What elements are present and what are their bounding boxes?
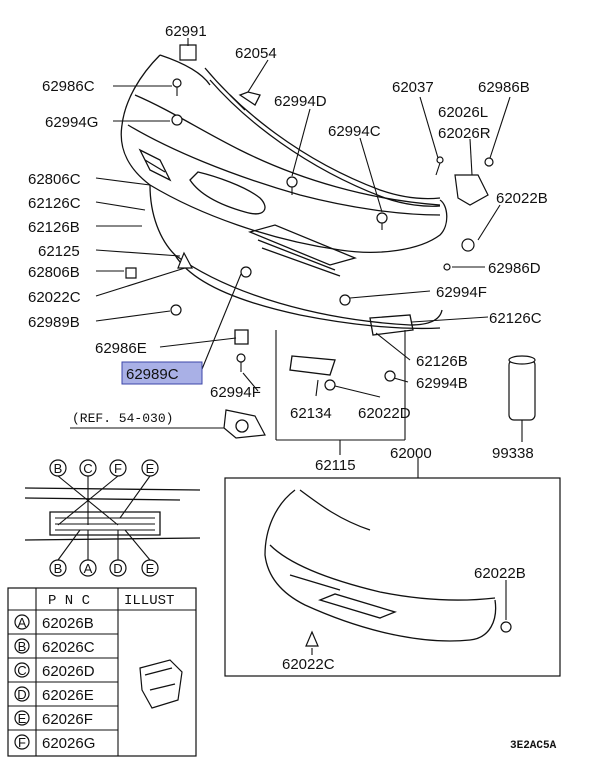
table-pnc-a: 62026B	[42, 615, 94, 632]
marker-bottom-d-text: D	[113, 561, 122, 576]
label-62126C-right: 62126C	[489, 310, 542, 327]
label-62000: 62000	[390, 445, 432, 462]
label-62994C: 62994C	[328, 123, 381, 140]
label-62986B: 62986B	[478, 79, 530, 96]
table-header-pnc: P N C	[48, 593, 90, 609]
label-62126B-left: 62126B	[28, 219, 80, 236]
marker-top-e-text: E	[146, 461, 155, 476]
label-62986D: 62986D	[488, 260, 541, 277]
table-key-e	[14, 710, 30, 726]
marker-top-c-text: C	[83, 461, 92, 476]
table-pnc-e: 62026F	[42, 711, 93, 728]
table-pnc-c: 62026D	[42, 663, 95, 680]
label-62986C: 62986C	[42, 78, 95, 95]
label-62989C: 62989C	[126, 366, 179, 383]
label-62037: 62037	[392, 79, 434, 96]
callout-labels: 62991 62054 62986C 62994G 62994D 62037 6…	[28, 23, 548, 474]
label-62994B: 62994B	[416, 375, 468, 392]
marker-bottom-a-text: A	[84, 561, 93, 576]
bumper-assembly-drawing	[120, 44, 536, 439]
table-pnc-d: 62026E	[42, 687, 94, 704]
marker-top-f-text: F	[114, 461, 122, 476]
table-header-illust: ILLUST	[124, 593, 174, 609]
table-key-c-text: C	[17, 663, 26, 678]
label-62994D: 62994D	[274, 93, 327, 110]
bottom-letter-markers: B A D E	[49, 559, 159, 577]
label-ref-54-030: (REF. 54-030)	[72, 411, 173, 426]
label-62022B-right: 62022B	[496, 190, 548, 207]
table-key-f	[14, 734, 30, 750]
bracket-illustration	[139, 659, 183, 709]
table-key-a-text: A	[18, 615, 27, 630]
table-key-b	[14, 638, 30, 654]
label-62126C-left: 62126C	[28, 195, 81, 212]
label-62986E: 62986E	[95, 340, 147, 357]
table-key-b-text: B	[18, 639, 27, 654]
figure-code: 3E2AC5A	[510, 740, 557, 752]
top-letter-markers: B C F E	[49, 459, 159, 477]
label-62054: 62054	[235, 45, 277, 62]
label-62806C: 62806C	[28, 171, 81, 188]
marker-bottom-b-text: B	[54, 561, 63, 576]
label-62989B: 62989B	[28, 314, 80, 331]
table-pnc-f: 62026G	[42, 735, 95, 752]
label-62026L: 62026L	[438, 104, 488, 121]
label-62022C-left: 62022C	[28, 289, 81, 306]
label-62125: 62125	[38, 243, 80, 260]
table-key-e-text: E	[18, 711, 27, 726]
table-key-d-text: D	[17, 687, 26, 702]
grill-detail: B C F E B A D E	[24, 459, 201, 577]
label-62022D: 62022D	[358, 405, 411, 422]
inset-62000: 62022B 62022C	[224, 477, 561, 677]
leader-lines	[70, 38, 523, 478]
pnc-table: P N C ILLUST A 62026B B 62026C C 62026D …	[7, 587, 197, 757]
label-62994G: 62994G	[45, 114, 98, 131]
label-62026R: 62026R	[438, 125, 491, 142]
label-62134: 62134	[290, 405, 332, 422]
label-62022B-inset: 62022B	[474, 565, 526, 582]
label-62115: 62115	[315, 457, 356, 474]
marker-bottom-e-text: E	[146, 561, 155, 576]
label-62022C-inset: 62022C	[282, 656, 335, 673]
label-99338: 99338	[492, 445, 534, 462]
highlight-62989C	[121, 361, 203, 385]
marker-top-b-text: B	[54, 461, 63, 476]
label-62806B: 62806B	[28, 264, 80, 281]
table-pnc-b: 62026C	[42, 639, 95, 656]
label-62991: 62991	[165, 23, 207, 40]
label-62994F-bottom: 62994F	[210, 384, 261, 401]
label-62126B-right: 62126B	[416, 353, 468, 370]
table-key-c	[14, 662, 30, 678]
table-key-a	[14, 614, 30, 630]
label-62994F-right: 62994F	[436, 284, 487, 301]
table-key-f-text: F	[18, 735, 26, 750]
table-key-d	[14, 686, 30, 702]
